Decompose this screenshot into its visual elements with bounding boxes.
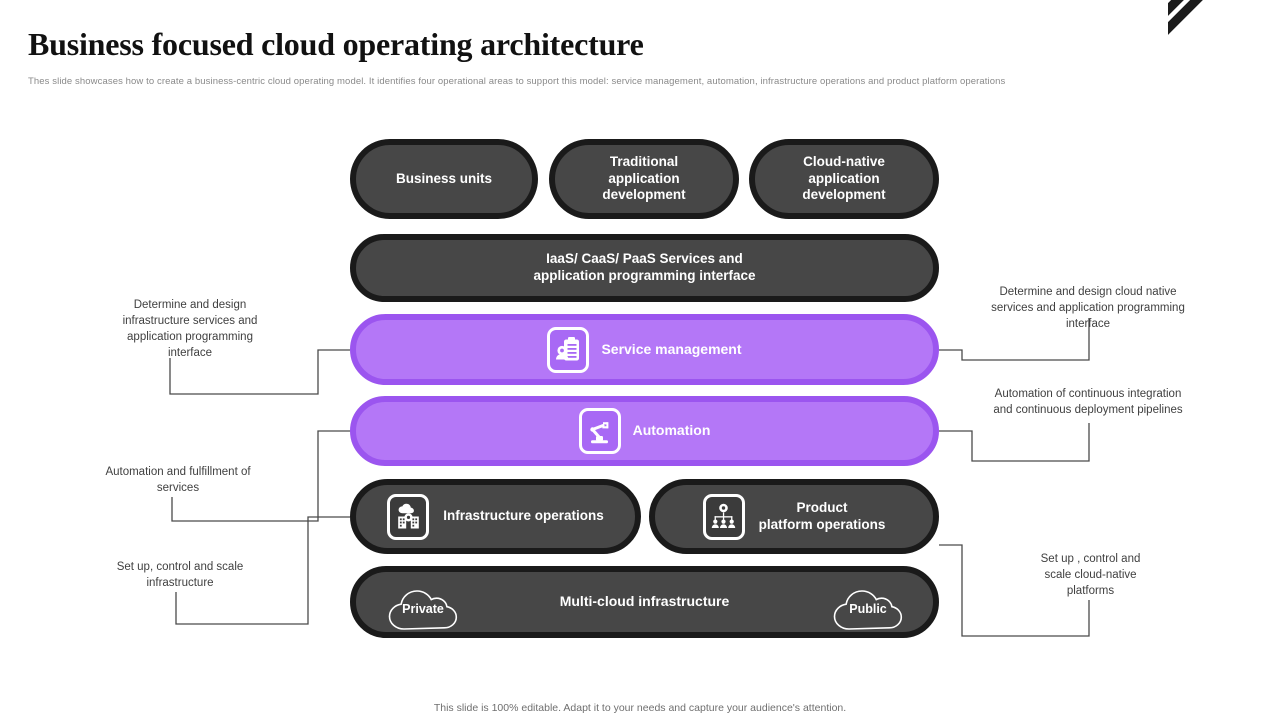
bar-traditional-application-development[interactable]: Traditional application development: [549, 139, 739, 219]
bar-multi-cloud-infrastructure[interactable]: Private Multi-cloud infrastructure Publi…: [350, 566, 939, 638]
bar-traditional-application-development-label: Traditional application development: [602, 153, 686, 203]
public-cloud-label: Public: [849, 602, 887, 617]
bar-product-platform-operations-label: Product platform operations: [758, 499, 886, 532]
stripe-2: [1168, 0, 1280, 21]
bar-product-platform-operations[interactable]: Product platform operations: [649, 479, 939, 554]
bar-iaas-caas-paas-services-label: IaaS/ CaaS/ PaaS Services and applicatio…: [533, 251, 756, 283]
robot-arm-icon: [578, 408, 621, 454]
footer-note: This slide is 100% editable. Adapt it to…: [433, 702, 847, 714]
bar-multi-cloud-infrastructure-label: Multi-cloud infrastructure: [559, 593, 730, 610]
bar-iaas-caas-paas-services[interactable]: IaaS/ CaaS/ PaaS Services and applicatio…: [350, 234, 939, 302]
annotation-left-1: Determine and design infrastructure serv…: [122, 299, 258, 359]
bar-service-management-label: Service management: [601, 340, 742, 357]
stripe-5: [1168, 0, 1280, 78]
annotation-right-2: Automation of continuous integration and…: [993, 388, 1183, 416]
corner-stripes-decoration: [1168, 0, 1280, 112]
bar-service-management[interactable]: Service management: [350, 314, 939, 385]
bar-infrastructure-operations[interactable]: Infrastructure operations: [350, 479, 641, 554]
page-title: Business focused cloud operating archite…: [28, 26, 644, 62]
annotation-right-1: Determine and design cloud native servic…: [991, 286, 1185, 330]
bar-cloud-native-application-development-label: Cloud-native application development: [802, 153, 886, 203]
bar-infrastructure-operations-label: Infrastructure operations: [443, 508, 604, 524]
stripe-3: [1168, 0, 1280, 40]
bar-cloud-native-application-development[interactable]: Cloud-native application development: [749, 139, 939, 219]
connector-right-2: [939, 423, 1090, 462]
stripe-4: [1168, 0, 1280, 59]
annotation-right-3: Set up , control and scale cloud-native …: [1040, 553, 1141, 597]
gear-org-chart-icon: [702, 493, 745, 540]
page-subtitle: Thes slide showcases how to create a bus…: [28, 76, 1006, 87]
stripe-1: [1168, 0, 1280, 2]
cloud-buildings-gear-icon: [387, 493, 430, 540]
annotation-left-2: Automation and fulfillment of services: [105, 466, 251, 494]
private-cloud-label: Private: [402, 602, 444, 617]
bar-automation-label: Automation: [632, 422, 711, 439]
private-cloud-badge[interactable]: Private: [386, 584, 460, 632]
cloud-icon: [388, 590, 458, 630]
bar-business-units-label: Business units: [395, 170, 493, 186]
clipboard-gear-hand-icon: [547, 326, 590, 373]
public-cloud-badge[interactable]: Public: [831, 584, 905, 632]
bar-business-units[interactable]: Business units: [350, 139, 538, 219]
annotation-left-3: Set up, control and scale infrastructure: [116, 561, 244, 589]
bar-automation[interactable]: Automation: [350, 396, 939, 466]
cloud-icon: [833, 590, 903, 630]
